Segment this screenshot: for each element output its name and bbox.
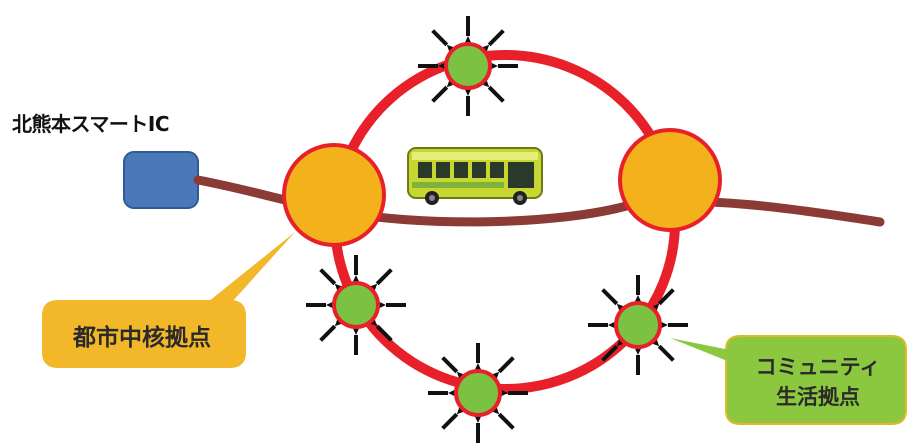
urban-hub-circle-right xyxy=(620,130,720,230)
arrow-icon xyxy=(321,326,335,340)
arrow-icon xyxy=(499,358,513,372)
urban-hub-callout-pointer xyxy=(208,232,295,302)
arrow-icon xyxy=(433,87,447,101)
community-node xyxy=(588,275,688,375)
urban-hub-label: 都市中核拠点 xyxy=(48,318,236,352)
interchange-label: 北熊本スマートIC xyxy=(12,108,169,137)
interchange-box xyxy=(124,152,198,208)
arrow-icon xyxy=(433,31,447,45)
bus-icon xyxy=(408,148,542,205)
arrow-icon xyxy=(489,87,503,101)
arrow-icon xyxy=(499,414,513,428)
arrow-icon xyxy=(659,346,673,360)
community-node-circle xyxy=(456,371,500,415)
arrow-icon xyxy=(321,270,335,284)
urban-hub-circle-left xyxy=(284,145,384,245)
community-hub-label: コミュニティ 生活拠点 xyxy=(738,352,898,412)
community-node-circle xyxy=(334,283,378,327)
community-node-circle xyxy=(446,44,490,88)
community-node-circle xyxy=(616,303,660,347)
community-node xyxy=(418,16,518,116)
community-hub-label-line2: 生活拠点 xyxy=(738,382,898,412)
arrow-icon xyxy=(443,414,457,428)
community-node xyxy=(306,255,406,355)
community-hub-label-line1: コミュニティ xyxy=(738,352,898,382)
arrow-icon xyxy=(489,31,503,45)
arrow-icon xyxy=(603,290,617,304)
arrow-icon xyxy=(377,270,391,284)
community-node xyxy=(428,343,528,443)
arrow-icon xyxy=(443,358,457,372)
